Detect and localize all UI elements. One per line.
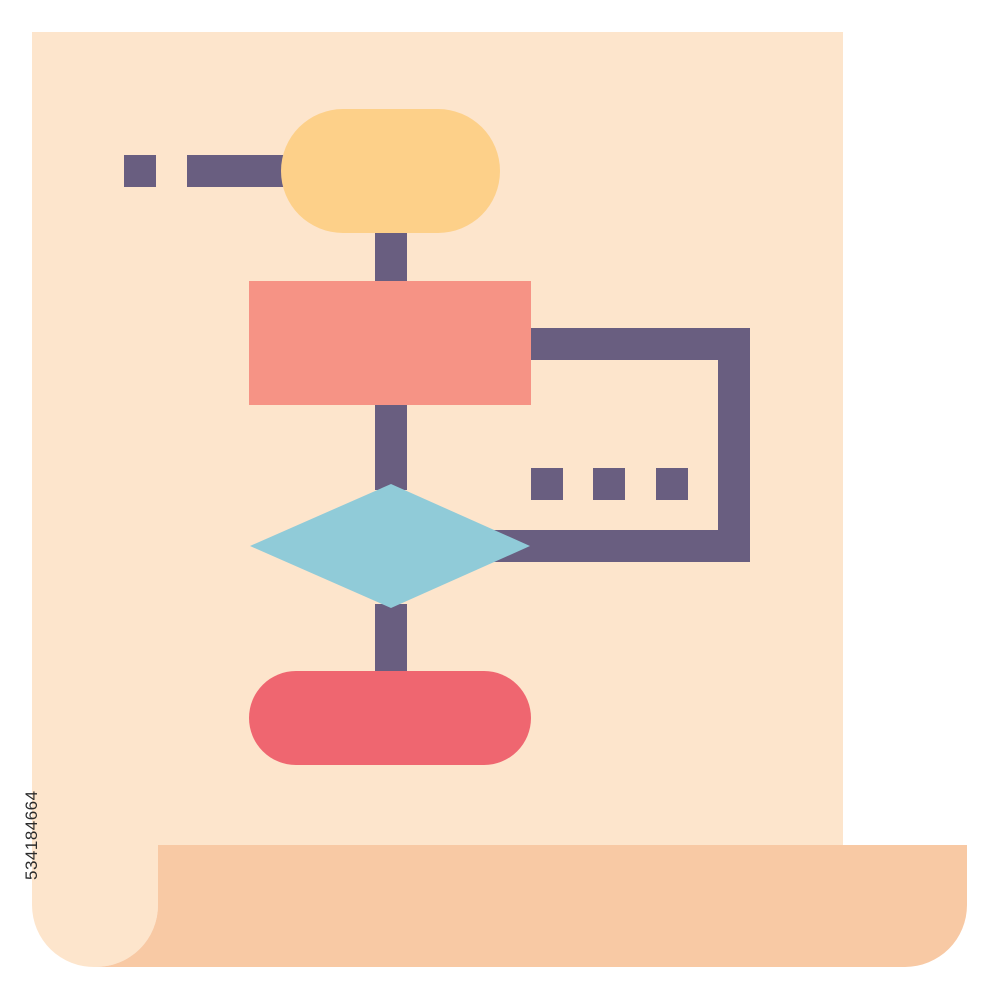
connector-decision-to-end xyxy=(375,604,407,676)
paper-sheet xyxy=(31,32,843,968)
input-dash-2 xyxy=(187,155,287,187)
loop-right xyxy=(718,328,750,562)
connector-start-to-process xyxy=(375,228,407,284)
ellipsis-dot-2 xyxy=(593,468,625,500)
input-dash-1 xyxy=(124,155,156,187)
end-terminal xyxy=(249,671,531,765)
connector-lines xyxy=(124,155,750,676)
paper-fold xyxy=(96,845,967,967)
process-box xyxy=(249,281,531,405)
ellipsis-dot-1 xyxy=(531,468,563,500)
start-terminal xyxy=(281,109,500,233)
ellipsis-dot-3 xyxy=(656,468,688,500)
connector-process-to-decision xyxy=(375,404,407,490)
stock-id-label: 534184664 xyxy=(22,790,41,880)
decision-diamond xyxy=(250,484,530,608)
loop-top xyxy=(528,328,750,360)
